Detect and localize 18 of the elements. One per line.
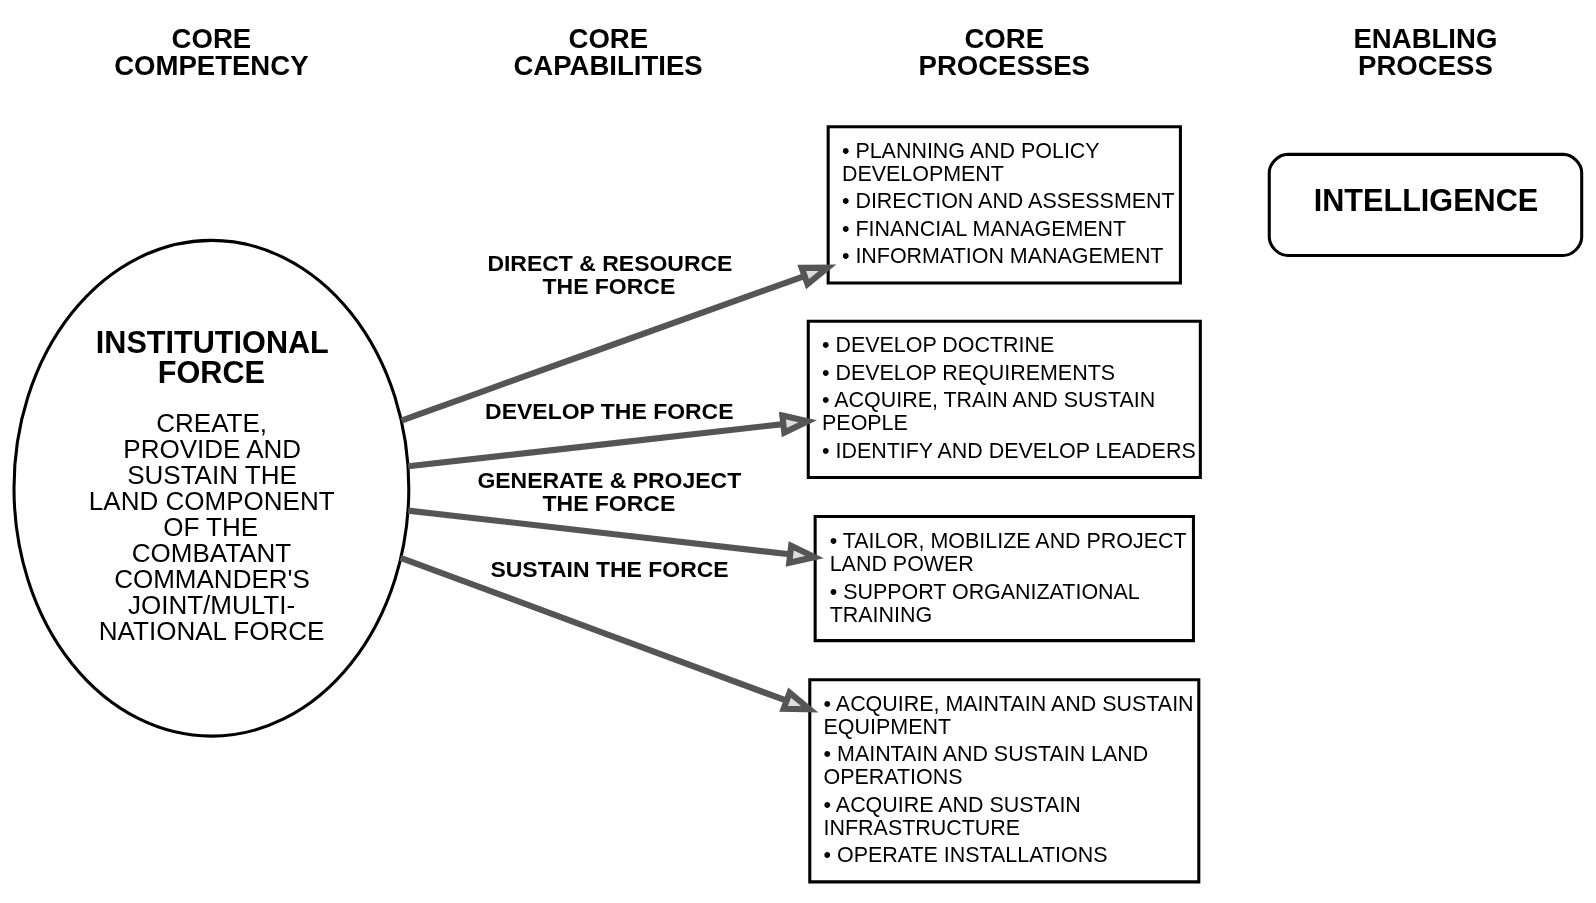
edge-label: SUSTAIN THE FORCE bbox=[490, 556, 729, 583]
node-box: • ACQUIRE, MAINTAIN AND SUSTAIN EQUIPMENT • MAINTAIN AND SUSTAIN LAND OPERATIONS • ACQUIRE AND SUSTAIN INFRASTRUCTURE • OPERATE INSTALLATIONS bbox=[808, 678, 1201, 884]
node-box: • PLANNING AND POLICY DEVELOPMENT • DIRECTION AND ASSESSMENT • FINANCIAL MANAGEMENT • INFORMATION MANAGEMENT bbox=[826, 125, 1182, 285]
arrow bbox=[407, 411, 817, 470]
arrow bbox=[399, 554, 819, 713]
arrow bbox=[407, 507, 824, 567]
node-box: • TAILOR, MOBILIZE AND PROJECT LAND POWER • SUPPORT ORGANIZATIONAL TRAINING bbox=[813, 515, 1195, 643]
label: CORE COMPETENCY bbox=[114, 22, 309, 82]
label: ENABLING PROCESS bbox=[1353, 22, 1498, 82]
label: CORE CAPABILITIES bbox=[513, 22, 703, 82]
node-box: INTELLIGENCE bbox=[1267, 152, 1584, 257]
node-box: • DEVELOP DOCTRINE • DEVELOP REQUIREMENTS • ACQUIRE, TRAIN AND SUSTAIN PEOPLE • IDENTIFY AND DEVELOP LEADERS bbox=[806, 319, 1202, 480]
arrow bbox=[400, 264, 837, 424]
label: CORE PROCESSES bbox=[918, 22, 1090, 82]
edge-label: DEVELOP THE FORCE bbox=[485, 398, 734, 425]
edge-label: DIRECT & RESOURCE THE FORCE bbox=[487, 249, 733, 299]
node-ellipse: INSTITUTIONAL FORCE CREATE, PROVIDE AND SUSTAIN THE LAND COMPONENT OF THE COMBATANT COMMANDER'S JOINT/MULTI-NATIONAL FORCE bbox=[12, 238, 411, 738]
edge-label: GENERATE & PROJECT THE FORCE bbox=[477, 467, 742, 517]
